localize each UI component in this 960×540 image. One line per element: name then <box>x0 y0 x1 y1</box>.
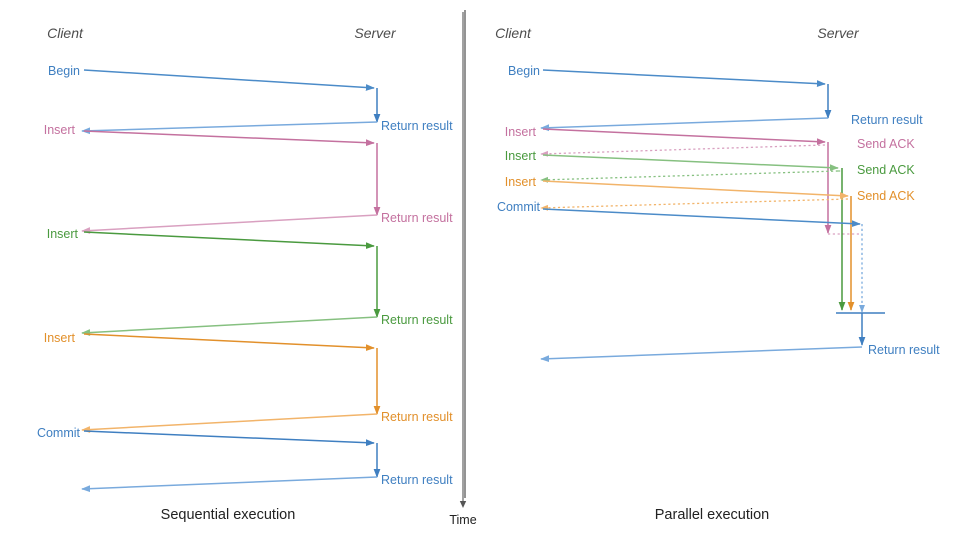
server-message-label-1: Send ACK <box>857 137 915 151</box>
insert1-return <box>81 214 378 234</box>
server-message-label-1: Return result <box>381 211 453 225</box>
lifeline-header-server: Server <box>817 25 860 41</box>
commit-return <box>81 476 378 493</box>
begin-request <box>83 69 375 91</box>
insert1-request <box>542 128 826 146</box>
client-message-label-3: Insert <box>505 175 537 189</box>
time-axis-label: Time <box>449 513 476 527</box>
client-message-label-1: Insert <box>505 125 537 139</box>
client-message-label-2: Insert <box>47 227 79 241</box>
commit-request <box>542 208 861 228</box>
insert3-ack <box>540 198 849 211</box>
insert2-request <box>83 231 375 250</box>
client-message-label-0: Begin <box>48 64 80 78</box>
insert2-request <box>542 154 839 172</box>
insert2-ack <box>540 170 839 183</box>
lifeline-header-client: Client <box>47 25 84 41</box>
server-message-label-2: Send ACK <box>857 163 915 177</box>
insert1-request <box>83 130 375 147</box>
insert3-return <box>81 413 378 433</box>
client-message-label-4: Commit <box>497 200 541 214</box>
insert3-request <box>542 180 849 200</box>
client-message-label-1: Insert <box>44 123 76 137</box>
panel-caption-sequential: Sequential execution <box>161 507 296 523</box>
server-message-label-0: Return result <box>381 119 453 133</box>
commit-return <box>540 346 863 363</box>
lifeline-header-client: Client <box>495 25 532 41</box>
lifeline-header-server: Server <box>354 25 397 41</box>
server-message-label-3: Return result <box>381 410 453 424</box>
begin-request <box>542 69 826 88</box>
begin-return <box>540 117 829 132</box>
commit-request <box>83 430 375 447</box>
begin-return <box>81 121 378 135</box>
server-message-label-4: Return result <box>868 343 940 357</box>
server-message-label-0: Return result <box>851 113 923 127</box>
insert1-ack <box>540 144 826 157</box>
client-message-label-4: Commit <box>37 426 81 440</box>
server-message-label-3: Send ACK <box>857 189 915 203</box>
time-axis-arrowhead <box>459 501 467 508</box>
client-message-label-0: Begin <box>508 64 540 78</box>
panel-caption-parallel: Parallel execution <box>655 507 769 523</box>
time-axis: Time <box>449 12 477 527</box>
server-message-label-2: Return result <box>381 313 453 327</box>
client-message-label-2: Insert <box>505 149 537 163</box>
insert3-request <box>83 333 375 352</box>
insert2-return <box>81 316 378 336</box>
client-message-label-3: Insert <box>44 331 76 345</box>
server-message-label-4: Return result <box>381 473 453 487</box>
